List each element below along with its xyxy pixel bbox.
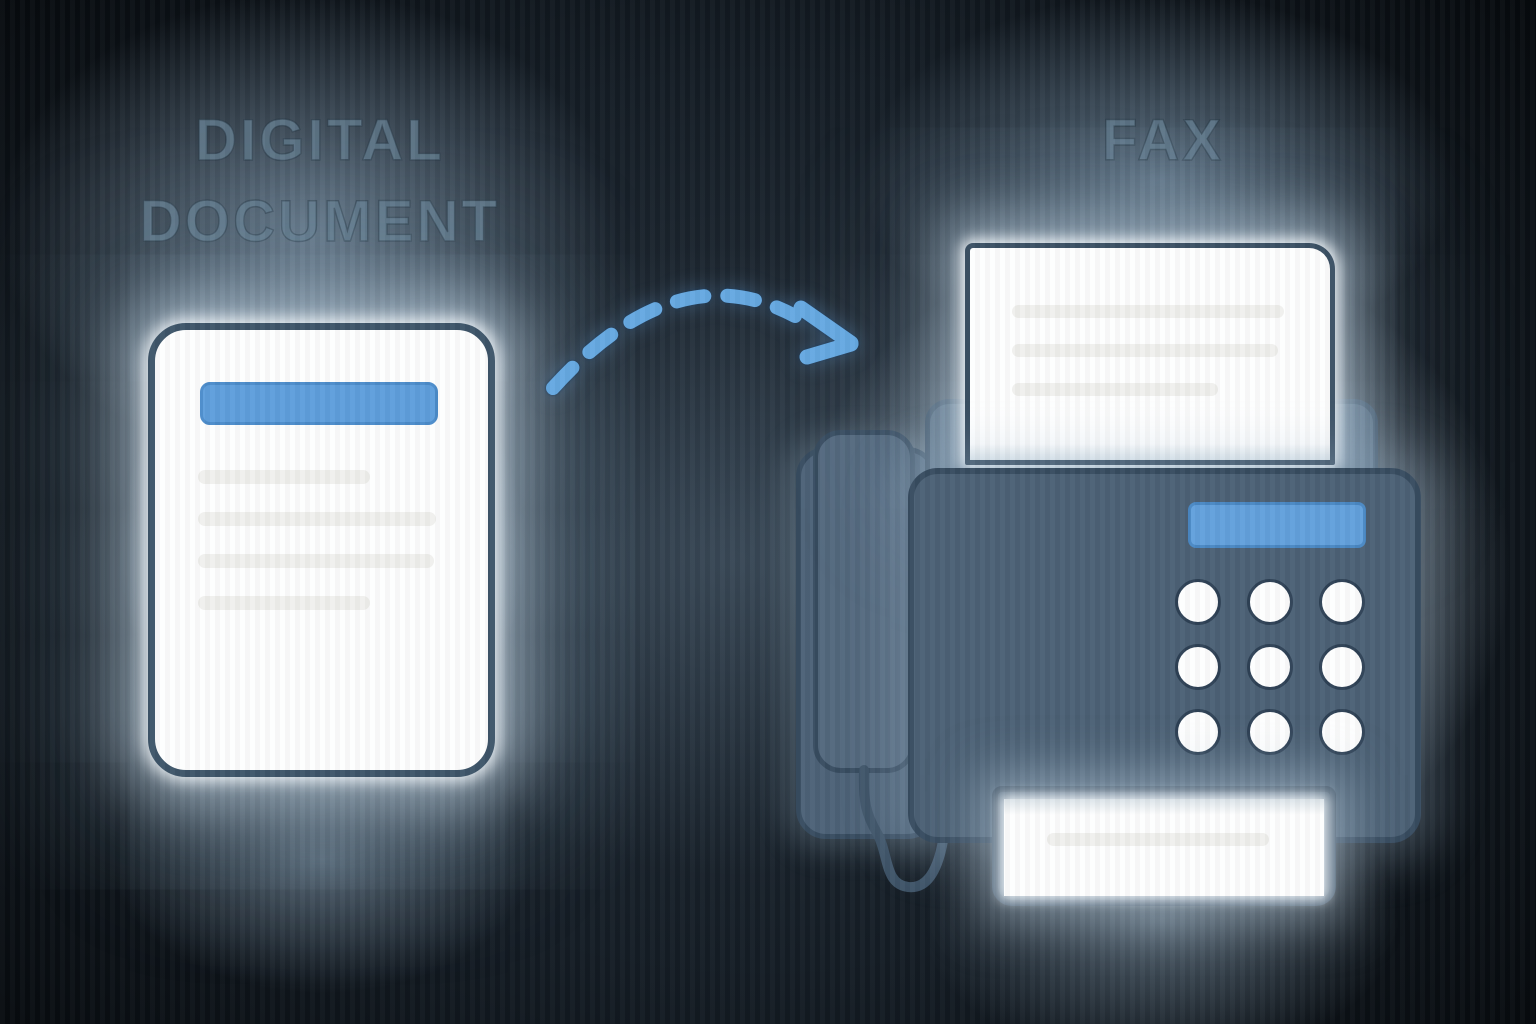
placeholder-text-line — [1012, 383, 1218, 396]
placeholder-text-line — [1047, 833, 1269, 846]
fax-keypad-button — [1247, 709, 1293, 755]
fax-keypad-button — [1319, 579, 1365, 625]
placeholder-text-line — [198, 554, 434, 568]
document-text-lines — [198, 470, 436, 610]
placeholder-text-line — [1012, 344, 1278, 357]
digital-document-illustration — [148, 323, 495, 777]
fax-keypad-button — [1319, 644, 1365, 690]
digital-document-label-line1: DIGITAL — [194, 107, 445, 173]
incoming-document-paper — [965, 243, 1335, 465]
printed-fax-paper — [1004, 799, 1324, 896]
paper-edge-shadow — [1004, 799, 1324, 815]
fax-display-screen — [1188, 502, 1366, 548]
placeholder-text-line — [198, 512, 436, 526]
fax-handset — [813, 430, 915, 773]
fax-keypad-button — [1175, 579, 1221, 625]
fax-keypad — [1175, 579, 1365, 755]
placeholder-text-line — [198, 596, 370, 610]
fax-keypad-button — [1247, 579, 1293, 625]
printed-text-lines — [1047, 833, 1269, 846]
fax-keypad-button — [1175, 709, 1221, 755]
digital-document-label: DIGITAL DOCUMENT — [60, 100, 580, 262]
fax-page-text-lines — [1012, 305, 1284, 396]
fax-keypad-button — [1319, 709, 1365, 755]
fax-body — [908, 468, 1421, 843]
fax-label: FAX — [1101, 107, 1225, 173]
paper-edge-shadow — [970, 444, 1330, 460]
placeholder-text-line — [198, 470, 370, 484]
digital-document-label-line2: DOCUMENT — [139, 188, 501, 254]
placeholder-text-line — [1012, 305, 1284, 318]
fax-keypad-button — [1175, 644, 1221, 690]
fax-keypad-button — [1247, 644, 1293, 690]
document-title-bar — [200, 382, 438, 425]
